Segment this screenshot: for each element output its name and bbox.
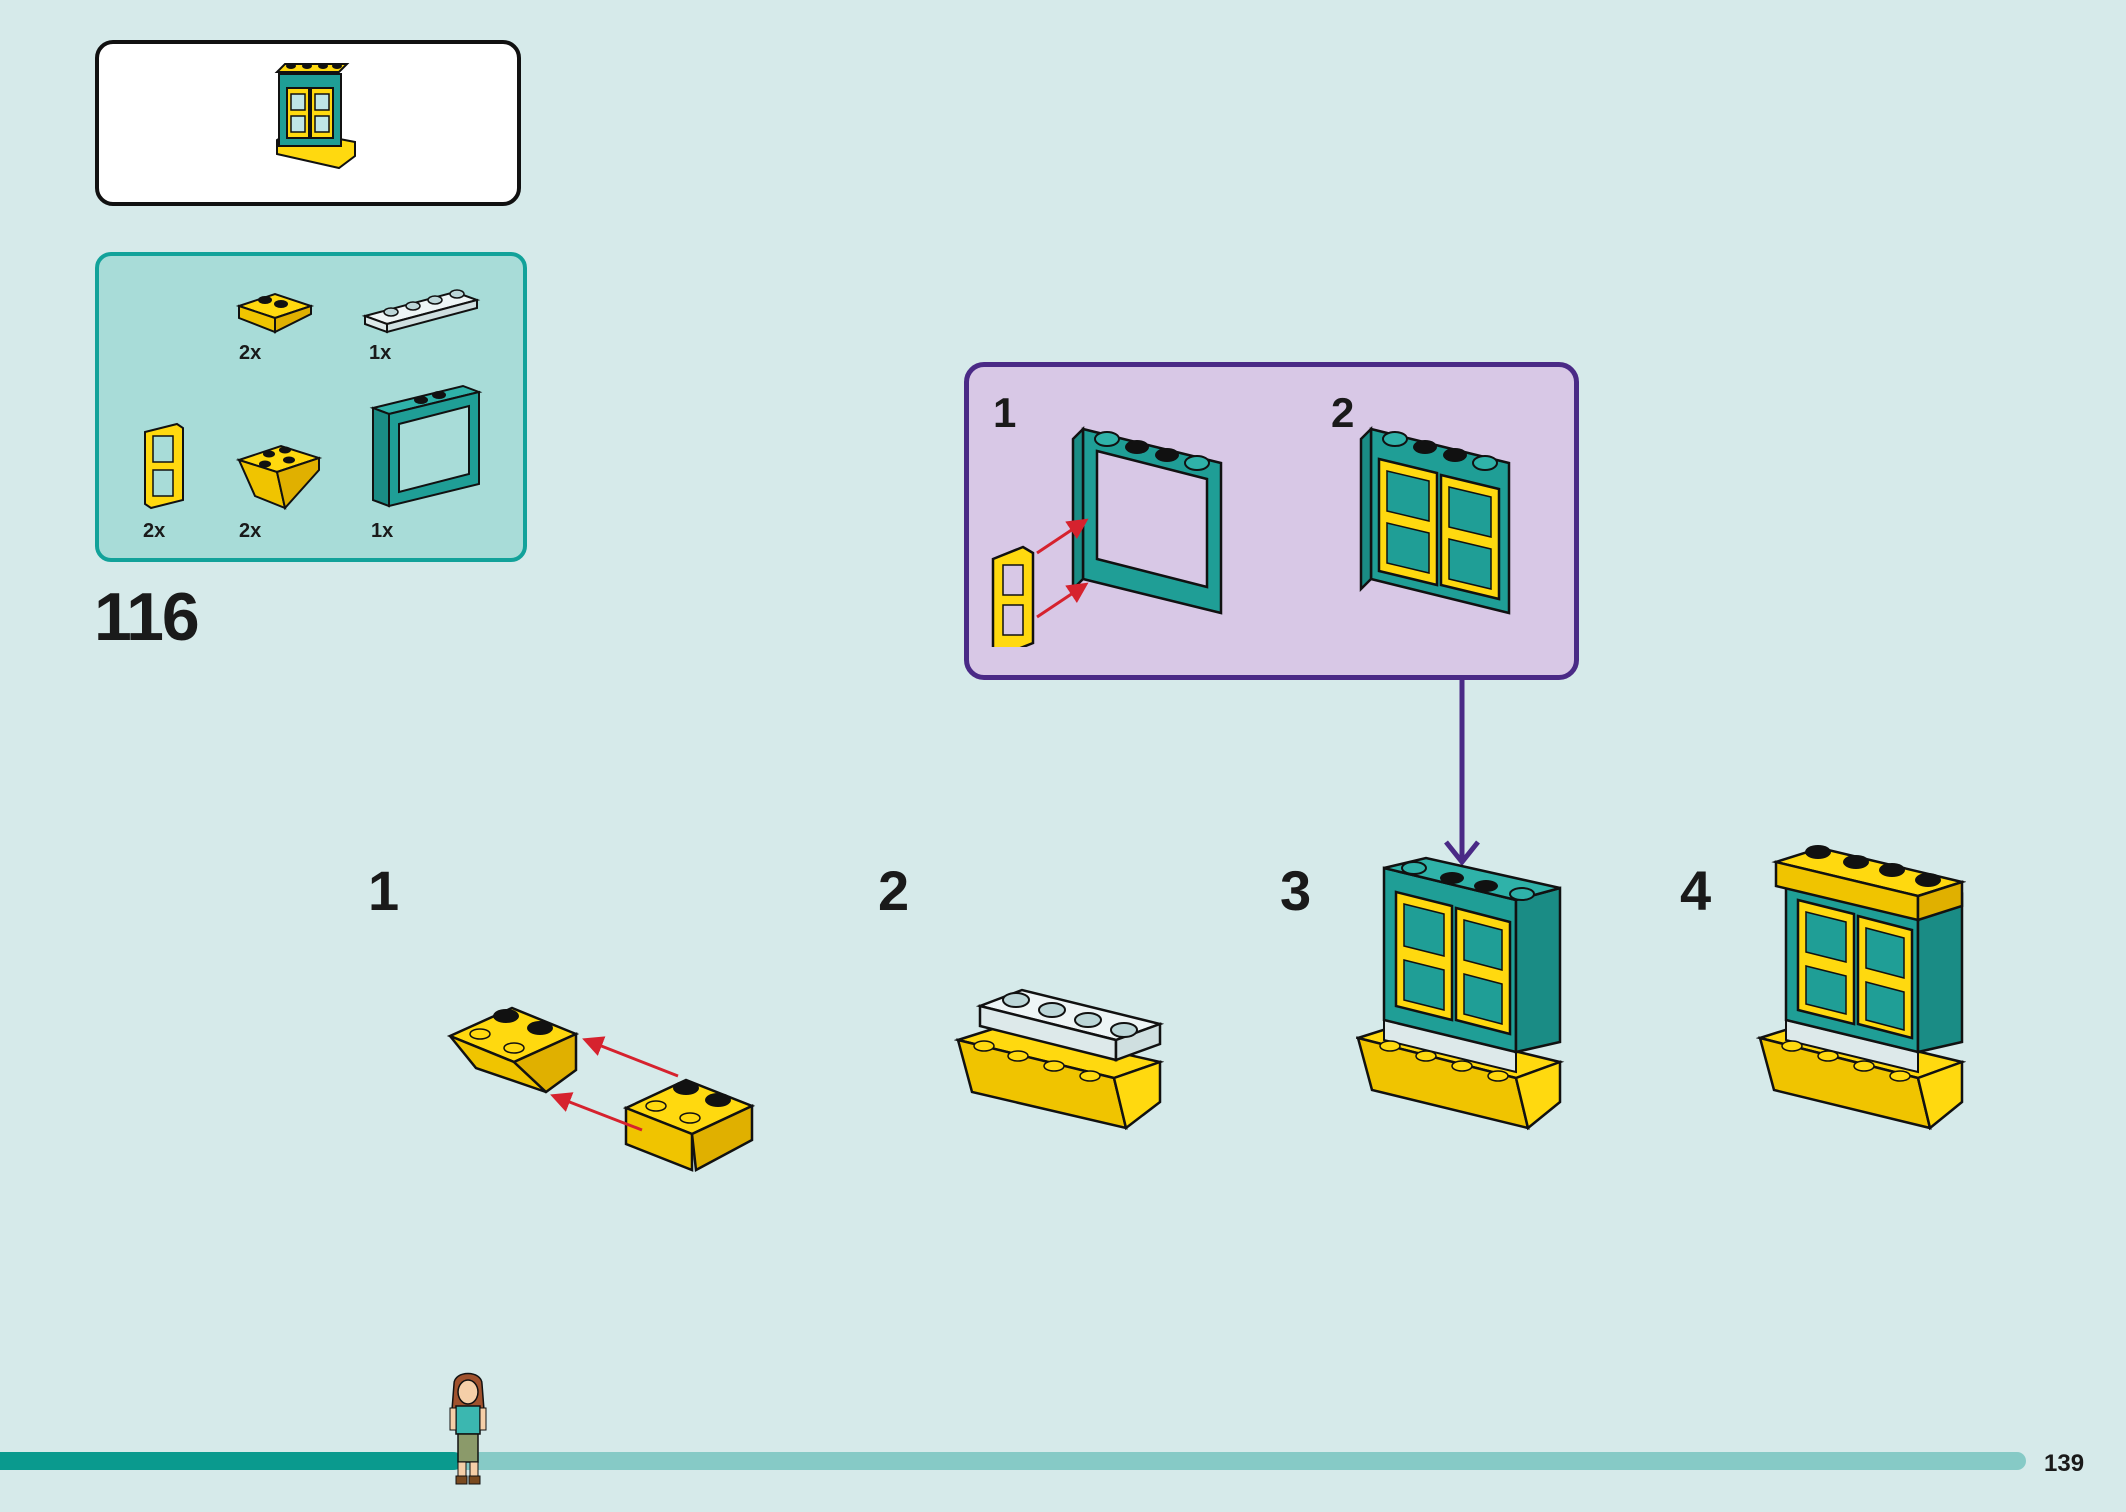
step2-illustration [954,988,1164,1131]
main-step-number: 116 [94,579,200,655]
progress-track [0,1452,2026,1470]
minifigure-icon [449,1372,487,1485]
yellow-2x2-slope-brick-icon [235,292,315,334]
step3-illustration [1356,856,1565,1131]
step-number: 4 [1680,859,1712,922]
part-qty: 2x [143,520,166,542]
substep-number: 2 [1331,389,1355,436]
yellow-window-pane-icon [144,422,184,510]
white-1x4-plate-icon [361,289,481,334]
page-number: 139 [2044,1450,2085,1477]
step1-illustration [446,1006,756,1172]
parts-list-panel: 2x 1x 2x 2x 1x [95,252,527,562]
substep1-illustration [991,425,1223,647]
progress-fill [0,1452,462,1470]
step-number: 2 [878,859,910,922]
window-assembly-icon [274,63,356,170]
step-number: 3 [1280,859,1312,922]
teal-window-frame-icon [369,384,483,508]
yellow-inverted-slope-icon [235,444,323,511]
substep2-illustration [1359,425,1511,615]
part-qty: 1x [369,342,392,364]
subassembly-callout: 1 2 [964,362,1579,680]
step4-illustration [1756,845,1966,1131]
completed-model-callout [95,40,521,206]
substep-number: 1 [993,389,1017,436]
part-qty: 2x [239,520,262,542]
step-number: 1 [368,859,400,922]
part-qty: 1x [371,520,394,542]
subassembly-arrow [1444,678,1480,867]
part-qty: 2x [239,342,262,364]
